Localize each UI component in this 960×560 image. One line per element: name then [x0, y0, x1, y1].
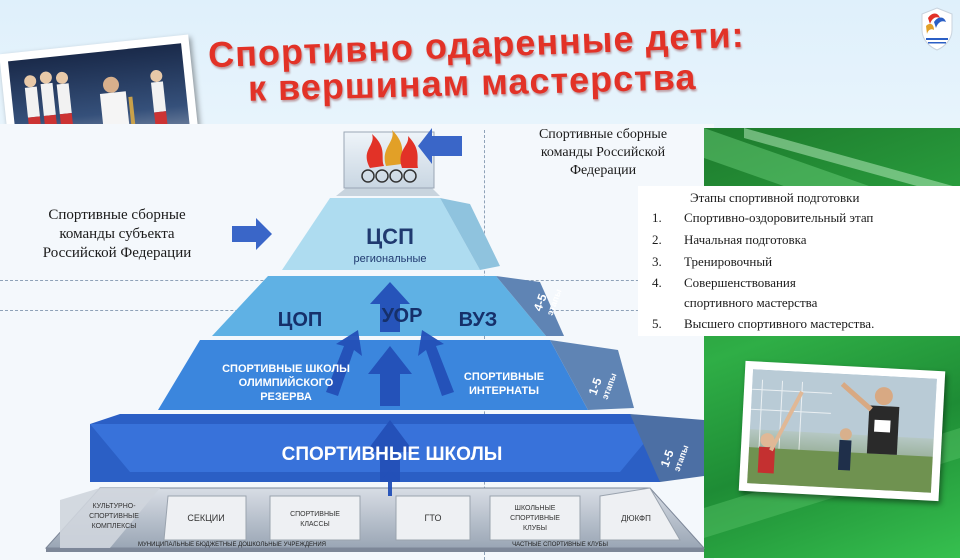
stage-item: спортивного мастерства	[684, 295, 818, 310]
top-national-teams-label: Спортивные сборные команды Российской Фе…	[538, 127, 668, 178]
stages-heading: Этапы спортивной подготовки	[690, 190, 860, 205]
stage-item: 1.Спортивно-оздоровительный этап	[652, 210, 874, 225]
side-15b-label: 1-5	[658, 448, 677, 469]
olympic-label-2: ОЛИМПИЙСКОГО	[239, 376, 334, 389]
arrow-up-icon	[380, 470, 400, 496]
side-45-label: 4-5	[531, 292, 550, 313]
base-footer-left: МУНИЦИПАЛЬНЫЕ БЮДЖЕТНЫЕ ДОШКОЛЬНЫЕ УЧРЕЖ…	[138, 542, 326, 548]
base-label: КОМПЛЕКСЫ	[92, 523, 137, 530]
slide-title: Спортивно одаренные дети: к вершинам мас…	[190, 6, 810, 116]
base-label: СПОРТИВНЫЕ	[89, 513, 139, 520]
side-tag-1-5-bottom	[630, 414, 704, 482]
stage-item: 5.Высшего спортивного мастерства.	[652, 316, 875, 331]
base-label: КЛАССЫ	[300, 521, 330, 528]
base-tile	[489, 495, 581, 541]
arrow-right-icon	[232, 218, 272, 250]
base-label: ШКОЛЬНЫЕ	[515, 505, 556, 512]
sport-pyramid-diagram: ЦСП региональные ЦОП УОР ВУЗ СПОРТИВНЫЕ …	[44, 128, 706, 552]
stage-item: 4.Совершенствования	[652, 275, 796, 290]
uor-label: УОР	[382, 305, 423, 327]
base-label: КЛУБЫ	[523, 525, 547, 532]
stages-panel	[638, 186, 960, 336]
vuz-label: ВУЗ	[459, 309, 498, 331]
cop-label: ЦОП	[278, 309, 323, 331]
arrow-up-icon	[368, 346, 412, 406]
football-photo	[738, 360, 946, 502]
arrow-up-icon	[418, 330, 454, 396]
stage-item: 2.Начальная подготовка	[652, 232, 807, 247]
base-label: ДЮКФП	[621, 514, 651, 523]
base-label: СПОРТИВНЫЕ	[510, 515, 560, 522]
base-label: СПОРТИВНЫЕ	[290, 511, 340, 518]
arrow-up-icon	[326, 330, 362, 396]
boarding-label-1: СПОРТИВНЫЕ	[464, 371, 544, 383]
base-tile	[395, 495, 471, 541]
base-tile	[269, 495, 361, 541]
side-tag-1-5-mid	[550, 340, 634, 410]
arrow-left-icon	[418, 128, 462, 164]
base-tile	[60, 488, 160, 548]
olympic-committee-logo	[921, 7, 953, 51]
base-footer-right: ЧАСТНЫЕ СПОРТИВНЫЕ КЛУБЫ	[512, 542, 608, 548]
arrow-up-icon	[366, 420, 414, 482]
base-label: ГТО	[425, 513, 442, 523]
tier-olympic-reserve	[158, 340, 588, 410]
tier-cop-uor-vuz	[212, 276, 546, 336]
regional-label: региональные	[354, 253, 427, 265]
olympic-flame-icon	[361, 130, 418, 183]
base-tile	[599, 487, 681, 541]
arrow-up-icon	[370, 282, 410, 332]
side-15a-label: 1-5	[586, 376, 605, 397]
csp-label: ЦСП	[366, 224, 414, 249]
base-label: СЕКЦИИ	[187, 513, 224, 523]
side-tag-4-5	[496, 276, 564, 336]
stage-item: 3.Тренировочный	[652, 254, 773, 269]
base-label: КУЛЬТУРНО-	[92, 503, 136, 510]
tier-csp	[282, 198, 480, 270]
base-tile	[163, 495, 247, 541]
olympic-label-3: РЕЗЕРВА	[260, 391, 312, 403]
boarding-label-2: ИНТЕРНАТЫ	[469, 385, 539, 397]
olympic-label-1: СПОРТИВНЫЕ ШКОЛЫ	[222, 363, 350, 375]
sport-schools-label: СПОРТИВНЫЕ ШКОЛЫ	[282, 444, 503, 465]
regional-teams-label: Спортивные сборные команды субъекта Росс…	[42, 207, 192, 261]
